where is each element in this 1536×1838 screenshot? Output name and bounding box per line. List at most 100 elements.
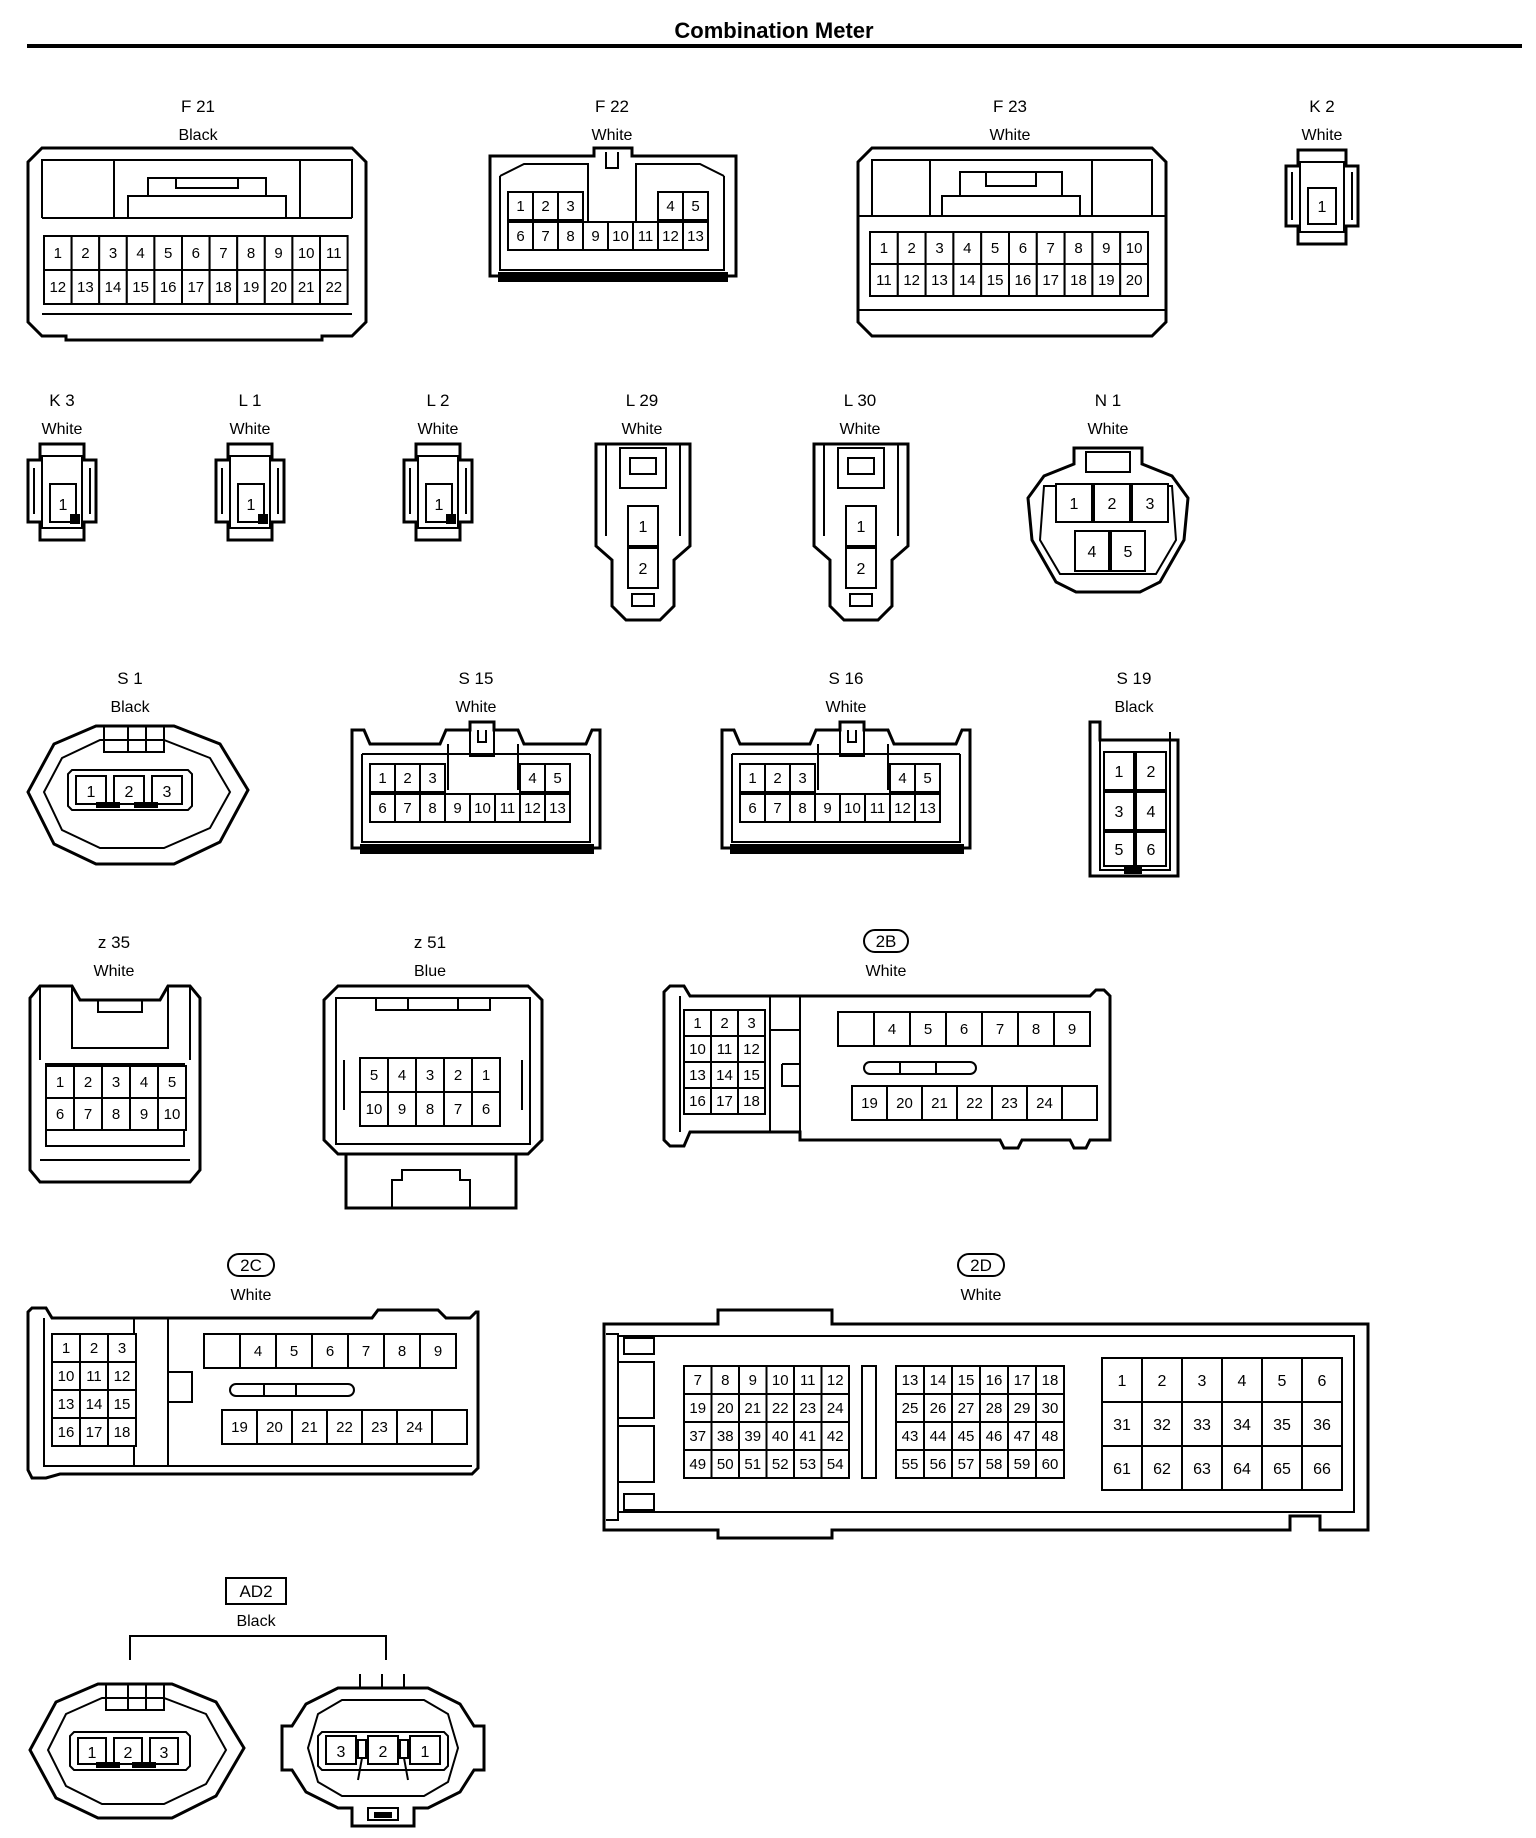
pin-cavity [319, 269, 349, 305]
pin-label: 2 [908, 240, 916, 257]
pin-label: 64 [1233, 1461, 1251, 1478]
pin-label: 40 [772, 1428, 789, 1445]
pin-cavity [51, 1333, 81, 1363]
pin-cavity [469, 793, 496, 823]
pin-label: 21 [931, 1095, 948, 1112]
connector-color: White [840, 421, 881, 438]
pin-label: 4 [666, 198, 674, 215]
pin-label: 8 [1032, 1021, 1040, 1038]
pin-label: 60 [1042, 1456, 1059, 1473]
pin-label: 17 [187, 279, 204, 296]
pin-label: 3 [163, 784, 172, 801]
pin-cavity [793, 1449, 823, 1479]
connector-color: White [94, 963, 135, 980]
pin-label: 41 [799, 1428, 816, 1445]
pin-cavity [153, 269, 183, 305]
pin-label: 12 [662, 228, 679, 245]
pin-label: 11 [638, 228, 654, 245]
pin-label: 20 [717, 1400, 734, 1417]
pin-cavity [1301, 1357, 1343, 1403]
pin-cavity [256, 1409, 293, 1445]
pin-label: 4 [898, 770, 906, 787]
pin-label: 23 [1001, 1095, 1018, 1112]
pin-label: 12 [524, 800, 541, 817]
pin-label: 42 [827, 1428, 844, 1445]
pin-cavity [51, 1417, 81, 1447]
pin-cavity [1119, 263, 1149, 297]
connector-color: White [622, 421, 663, 438]
pin-label: 7 [219, 245, 227, 262]
pin-label: 14 [86, 1396, 103, 1413]
connector-code: K 2 [1309, 97, 1335, 116]
pin-label: 15 [987, 272, 1004, 289]
pin-label: 24 [406, 1419, 423, 1436]
pin-label: 4 [1147, 804, 1156, 821]
pin-label: 9 [140, 1106, 148, 1123]
pin-cavity [419, 1333, 457, 1369]
pin-label: 6 [192, 245, 200, 262]
connector-code-box [225, 1577, 287, 1605]
pin-label: 39 [744, 1428, 761, 1445]
pin-label: 16 [160, 279, 177, 296]
pin-label: 11 [86, 1368, 102, 1385]
pin-cavity [657, 221, 684, 251]
pin-label: 3 [566, 198, 574, 215]
pin-cavity [839, 793, 866, 823]
pin-cavity [1301, 1445, 1343, 1491]
pin-label: 11 [876, 272, 892, 289]
pin-label: 10 [772, 1372, 789, 1389]
pin-label: 59 [1014, 1456, 1031, 1473]
connector-color: White [1302, 127, 1343, 144]
pin-label: 3 [337, 1744, 346, 1761]
pin-cavity [837, 1011, 875, 1047]
pin-cavity [979, 1449, 1009, 1479]
pin-label: 2 [90, 1340, 98, 1357]
pin-cavity [951, 1393, 981, 1423]
pin-label: 22 [336, 1419, 353, 1436]
pin-cavity [789, 763, 816, 793]
connector-color: White [456, 699, 497, 716]
pin-cavity [873, 1011, 911, 1047]
pin-cavity [1181, 1357, 1223, 1403]
pin-cavity [43, 269, 73, 305]
pin-cavity [956, 1085, 993, 1121]
pin-cavity [129, 1097, 159, 1131]
pin-label: 7 [1047, 240, 1055, 257]
pin-label: 22 [772, 1400, 789, 1417]
pin-label: 11 [800, 1372, 816, 1389]
pin-label: 4 [136, 245, 144, 262]
connector-code: N 1 [1095, 391, 1121, 410]
pin-cavity [869, 263, 899, 297]
pin-label: 23 [371, 1419, 388, 1436]
pin-label: 4 [398, 1067, 406, 1084]
pin-cavity [896, 263, 927, 297]
pin-cavity [507, 221, 534, 251]
pin-label: 6 [326, 1343, 334, 1360]
pin-label: 3 [109, 245, 117, 262]
pin-cavity [814, 793, 841, 823]
pin-label: 4 [888, 1021, 896, 1038]
pin-label: 2 [81, 245, 89, 262]
pin-cavity [369, 763, 396, 793]
pin-label: 9 [453, 800, 461, 817]
pin-cavity [1261, 1401, 1303, 1447]
pin-label: 6 [378, 800, 386, 817]
pin-label: 2 [541, 198, 549, 215]
pin-label: 31 [1113, 1417, 1131, 1434]
pin-cavity [869, 231, 899, 265]
pin-label: 5 [290, 1343, 298, 1360]
pin-cavity [544, 793, 571, 823]
pin-label: 27 [958, 1400, 975, 1417]
pin-label: 6 [516, 228, 524, 245]
connector-code: S 15 [459, 669, 494, 688]
pin-cavity [820, 1449, 850, 1479]
pin-cavity [519, 763, 546, 793]
pin-label: 15 [958, 1372, 975, 1389]
connector-S1: S 1 Black 1 2 3 [26, 669, 250, 866]
connector-AD2: AD2 Black 1 2 3 3 2 1 [28, 1577, 486, 1828]
pin-label: 17 [86, 1424, 103, 1441]
connector-color: White [231, 1287, 272, 1304]
pin-label: 1 [421, 1744, 430, 1761]
